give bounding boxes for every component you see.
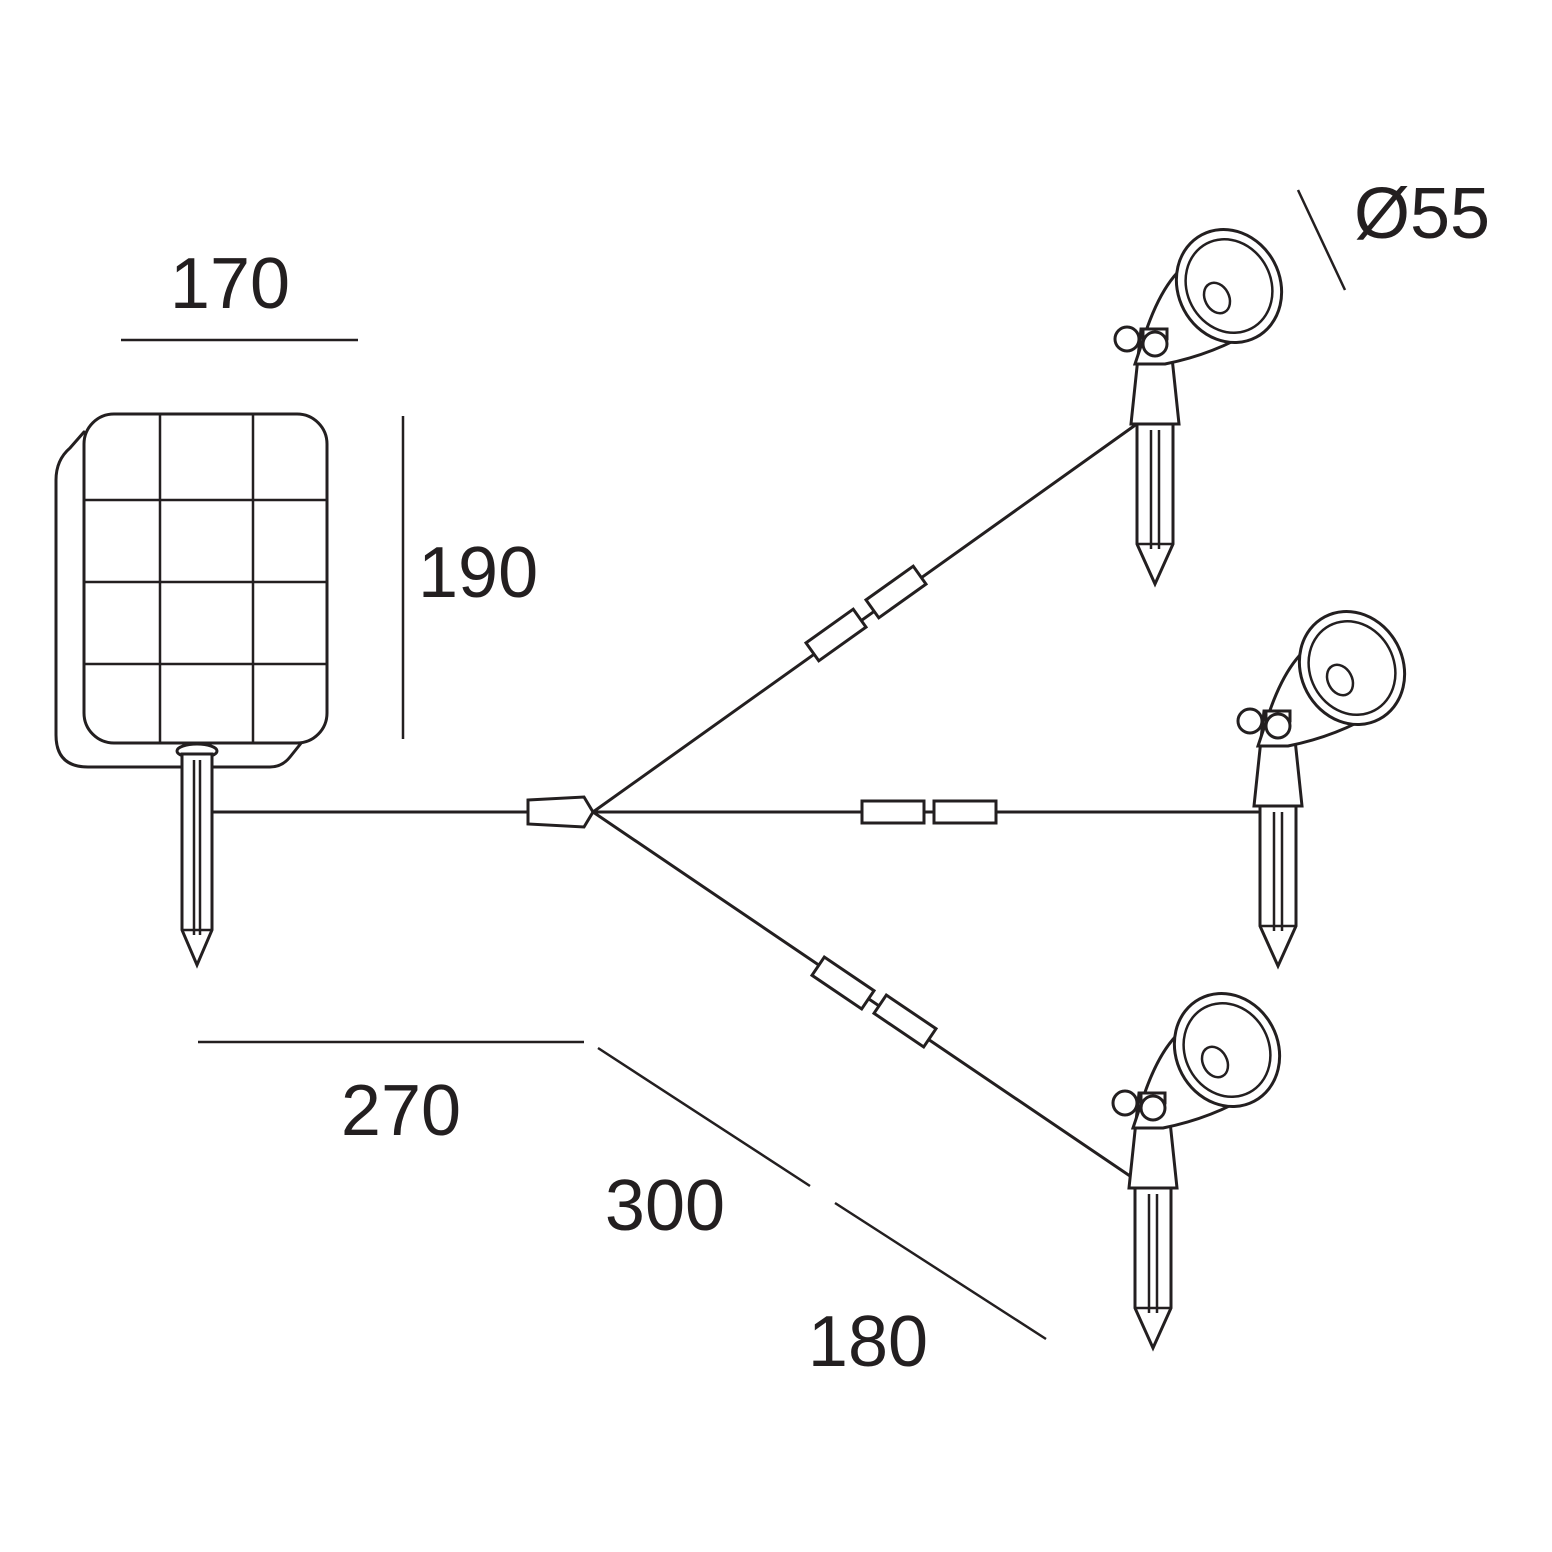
spot-cable-label: 180 [808,1302,928,1382]
branch-cable-line [597,1046,811,1188]
spot-cable-line [834,1201,1047,1341]
middle-spotlight [1236,591,1426,968]
upper-cable-connector [803,564,929,663]
panel-width-label: 170 [170,244,290,324]
spot-diameter-line [1296,189,1347,291]
solar-panel-back-edge [54,430,304,769]
upper-branch-cable [591,424,1136,814]
branch-cable-label: 300 [605,1166,725,1246]
solar-panel-ground-spike [175,742,219,969]
panel-height-label: 190 [418,533,538,613]
panel-cable-label: 270 [341,1071,461,1151]
solar-cell-grid [84,414,327,743]
spot-diameter-label: Ø55 [1354,174,1490,254]
dimension-lines [121,189,1347,1341]
lower-cable-connector [809,954,939,1050]
cable-network [210,424,1260,1178]
solar-panel [54,412,329,969]
dimension-labels: 170 190 270 300 180 Ø55 [170,174,1490,1382]
upper-spotlight [1113,209,1303,586]
solar-panel-face [82,412,329,745]
lower-spotlight [1111,973,1301,1350]
middle-cable-connector [860,799,998,825]
splitter-connector [526,795,595,829]
